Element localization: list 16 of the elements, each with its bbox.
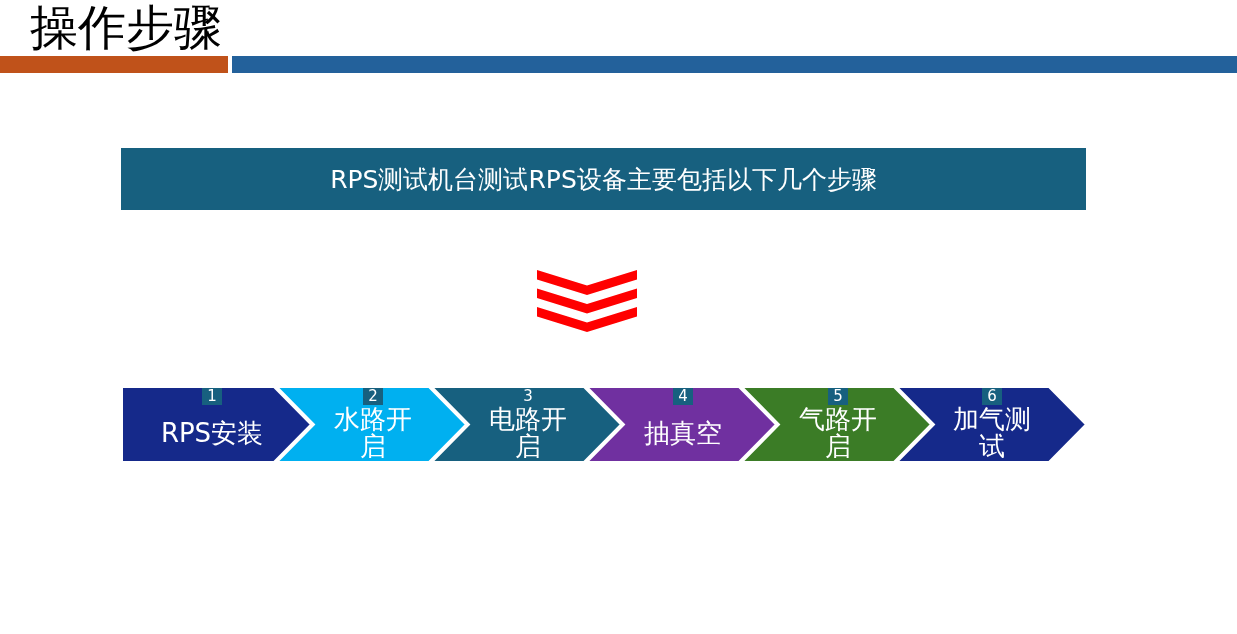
title-banner: RPS测试机台测试RPS设备主要包括以下几个步骤 — [121, 148, 1086, 210]
step-label: 抽真空 — [644, 419, 722, 447]
step-label: 电路开启 — [488, 406, 568, 460]
page-title: 操作步骤 — [30, 0, 222, 55]
step-label: RPS安装 — [160, 419, 264, 447]
step-number: 5 — [828, 388, 848, 405]
step-number: 1 — [202, 388, 222, 405]
process-chevron — [122, 387, 311, 462]
step-label: 加气测试 — [952, 406, 1032, 460]
step-number: 4 — [673, 388, 693, 405]
step-number: 6 — [982, 388, 1002, 405]
step-label: 水路开启 — [333, 406, 413, 460]
step-number: 2 — [363, 388, 383, 405]
process-chevron — [587, 387, 776, 462]
process-chevron — [897, 387, 1086, 462]
step-label: 气路开启 — [798, 406, 878, 460]
